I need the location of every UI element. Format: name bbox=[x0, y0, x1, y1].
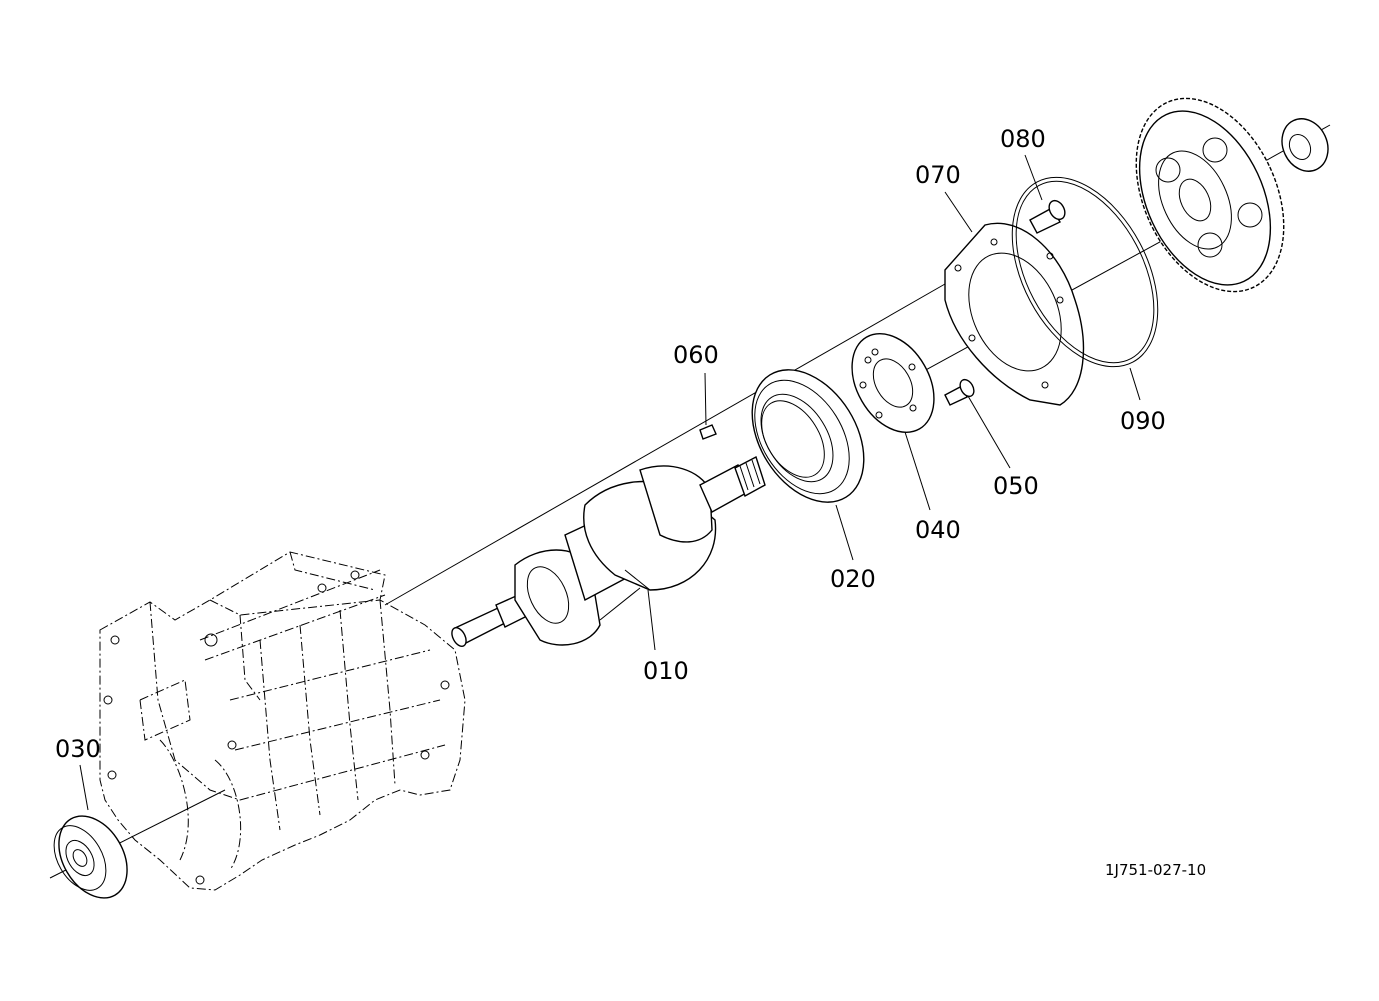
label-090: 090 bbox=[1120, 407, 1166, 435]
leader-lines bbox=[79, 154, 1141, 811]
label-020: 020 bbox=[830, 565, 876, 593]
part-labels: 010 020 030 040 050 060 070 080 090 bbox=[55, 125, 1166, 763]
nut bbox=[1281, 118, 1329, 172]
label-010: 010 bbox=[643, 657, 689, 685]
crankshaft bbox=[451, 455, 766, 647]
screw bbox=[944, 378, 975, 406]
label-070: 070 bbox=[915, 161, 961, 189]
label-060: 060 bbox=[673, 341, 719, 369]
drawing-reference: 1J751-027-10 bbox=[1105, 861, 1206, 879]
bearing-holder-gasket bbox=[944, 222, 1085, 406]
label-030: 030 bbox=[55, 735, 101, 763]
gear-case-housing bbox=[99, 551, 466, 891]
collar-plate bbox=[851, 332, 935, 434]
oil-seal bbox=[751, 369, 865, 503]
woodruff-key bbox=[699, 424, 717, 440]
ball-bearing bbox=[53, 815, 128, 899]
label-050: 050 bbox=[993, 472, 1039, 500]
o-ring bbox=[1011, 176, 1159, 368]
bolt bbox=[1029, 199, 1066, 234]
gear bbox=[1135, 97, 1285, 293]
label-040: 040 bbox=[915, 516, 961, 544]
label-080: 080 bbox=[1000, 125, 1046, 153]
